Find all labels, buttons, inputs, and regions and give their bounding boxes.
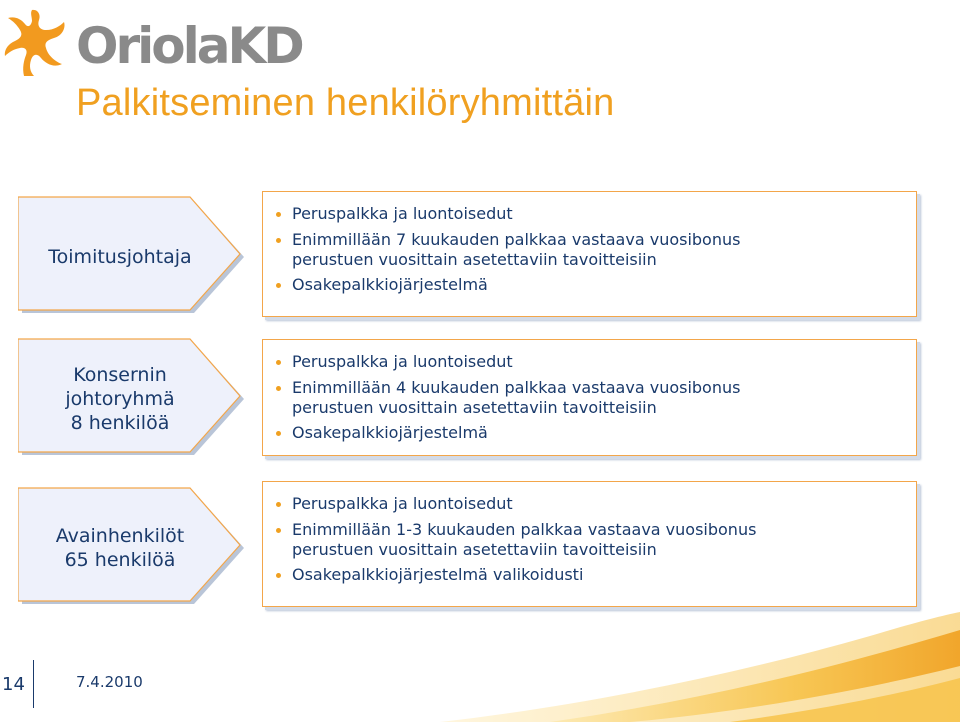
bullet-icon bbox=[276, 360, 281, 365]
list-item: Osakepalkkiojärjestelmä valikoidusti bbox=[274, 562, 916, 588]
group-label-text: Konsernin johtoryhmä 8 henkilöä bbox=[20, 338, 220, 460]
group-label-line: 8 henkilöä bbox=[70, 412, 170, 435]
list-item: Enimmillään 1-3 kuukauden palkkaa vastaa… bbox=[274, 517, 916, 560]
group-label-line: Konsernin bbox=[73, 363, 167, 386]
list-item: Osakepalkkiojärjestelmä bbox=[274, 272, 916, 298]
bullet-icon bbox=[276, 431, 281, 436]
group-label-line: Toimitusjohtaja bbox=[48, 245, 192, 268]
bullet-icon bbox=[276, 238, 281, 243]
list-item: Osakepalkkiojärjestelmä bbox=[274, 420, 916, 446]
group-label-ceo: Toimitusjohtaja bbox=[18, 196, 248, 318]
bullet-icon bbox=[276, 502, 281, 507]
list-item: Peruspalkka ja luontoisedut bbox=[274, 201, 916, 227]
page-title: Palkitseminen henkilöryhmittäin bbox=[76, 82, 615, 124]
list-item: Enimmillään 7 kuukauden palkkaa vastaava… bbox=[274, 227, 916, 270]
bullet-icon bbox=[276, 283, 281, 288]
logo-wordmark: OriolaKD bbox=[76, 17, 302, 75]
group-label-line: Avainhenkilöt bbox=[55, 524, 185, 547]
group-label-key-persons: Avainhenkilöt 65 henkilöä bbox=[18, 487, 248, 609]
page-number: 14 bbox=[0, 660, 34, 708]
group-label-text: Avainhenkilöt 65 henkilöä bbox=[20, 487, 220, 609]
decorative-swoosh bbox=[440, 612, 960, 722]
compensation-box-key-persons: Peruspalkka ja luontoisedut Enimmillään … bbox=[262, 481, 917, 607]
compensation-box-management: Peruspalkka ja luontoisedut Enimmillään … bbox=[262, 339, 917, 456]
slide-date: 7.4.2010 bbox=[76, 673, 143, 691]
oriola-star-icon: OriolaKD bbox=[4, 9, 304, 76]
group-label-text: Toimitusjohtaja bbox=[20, 196, 220, 318]
bullet-icon bbox=[276, 212, 281, 217]
list-item: Enimmillään 4 kuukauden palkkaa vastaava… bbox=[274, 375, 916, 418]
group-label-management: Konsernin johtoryhmä 8 henkilöä bbox=[18, 338, 248, 460]
chevron-shape bbox=[18, 196, 244, 313]
group-label-line: johtoryhmä bbox=[65, 387, 175, 410]
list-item: Peruspalkka ja luontoisedut bbox=[274, 491, 916, 517]
group-label-line: 65 henkilöä bbox=[64, 549, 176, 571]
chevron-shape bbox=[18, 487, 244, 604]
chevron-shape bbox=[18, 338, 244, 455]
list-item: Peruspalkka ja luontoisedut bbox=[274, 349, 916, 375]
bullet-icon bbox=[276, 573, 281, 578]
company-logo: OriolaKD bbox=[4, 6, 304, 76]
bullet-icon bbox=[276, 528, 281, 533]
compensation-box-ceo: Peruspalkka ja luontoisedut Enimmillään … bbox=[262, 191, 917, 317]
bullet-icon bbox=[276, 386, 281, 391]
